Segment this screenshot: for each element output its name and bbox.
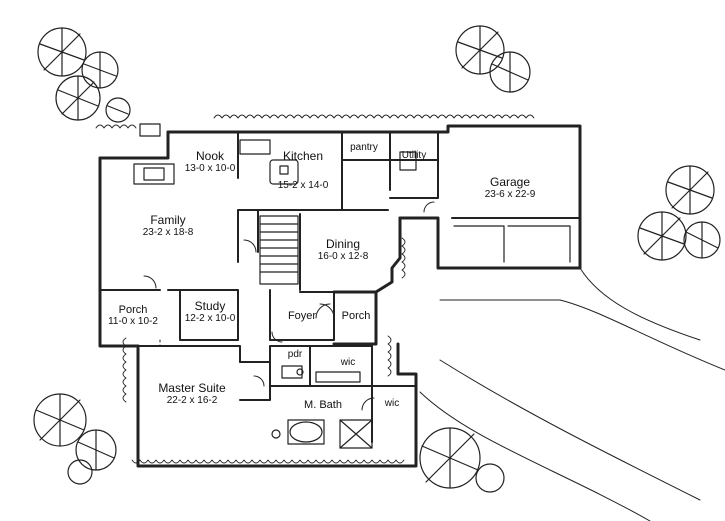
room-dimensions: 23-2 x 18-8 — [142, 227, 194, 239]
fixtures — [133, 123, 571, 449]
room-dimensions: 11-0 x 10-2 — [108, 316, 158, 328]
room-name: wic — [340, 357, 356, 368]
room-name: Family — [150, 213, 186, 227]
tree-cluster-right — [637, 165, 721, 261]
room-powder: pdr — [282, 349, 308, 360]
room-name: Master Suite — [158, 381, 226, 395]
room-dimensions: 15-2 x 14-0 — [277, 180, 329, 191]
room-kitchen: Kitchen — [268, 149, 338, 163]
room-name: Dining — [325, 237, 361, 251]
room-dimensions: 13-0 x 10-0 — [184, 163, 236, 175]
room-family: Family 23-2 x 18-8 — [132, 213, 204, 239]
tree-cluster-bottom-right — [419, 427, 505, 493]
door-swings — [143, 201, 435, 411]
tree-cluster-top-left — [37, 27, 131, 123]
room-porch-left: Porch 11-0 x 10-2 — [104, 304, 162, 327]
room-walk-in-closet-upper: wic — [334, 357, 362, 368]
tree-cluster-bottom-left — [33, 393, 117, 485]
windows — [99, 131, 417, 467]
interior-walls — [99, 131, 581, 443]
room-master-suite: Master Suite 22-2 x 16-2 — [150, 381, 234, 407]
room-name: Foyer — [287, 310, 317, 322]
room-name: wic — [384, 398, 400, 409]
room-dimensions: 16-0 x 12-8 — [317, 251, 369, 263]
room-study: Study 12-2 x 10-0 — [180, 299, 240, 325]
room-name: Kitchen — [282, 149, 324, 163]
room-dimensions: 22-2 x 16-2 — [166, 395, 218, 407]
room-dimensions: 23-6 x 22-9 — [484, 189, 536, 201]
room-name: Utility — [401, 150, 427, 161]
room-name: Nook — [195, 149, 224, 163]
tree-cluster-top-center — [455, 25, 531, 93]
room-name: Garage — [489, 175, 531, 189]
room-name: Study — [194, 299, 226, 313]
room-name: pantry — [350, 142, 378, 153]
room-foyer: Foyer — [282, 310, 322, 322]
room-kitchen-dims: 15-2 x 14-0 — [268, 180, 338, 191]
room-master-bath: M. Bath — [298, 399, 348, 411]
room-dimensions: 12-2 x 10-0 — [184, 313, 236, 325]
room-dining: Dining 16-0 x 12-8 — [308, 237, 378, 263]
room-name: Porch — [118, 304, 148, 316]
room-name: M. Bath — [304, 399, 342, 411]
room-porch-front: Porch — [338, 310, 374, 322]
shrub-borders — [95, 114, 535, 464]
room-pantry: pantry — [344, 142, 384, 153]
room-garage: Garage 23-6 x 22-9 — [474, 175, 546, 201]
room-utility: Utility — [392, 150, 436, 161]
room-nook: Nook 13-0 x 10-0 — [178, 149, 242, 175]
driveway — [419, 267, 725, 521]
room-walk-in-closet-lower: wic — [378, 398, 406, 409]
room-name: Porch — [341, 310, 371, 322]
room-name: pdr — [287, 349, 303, 360]
